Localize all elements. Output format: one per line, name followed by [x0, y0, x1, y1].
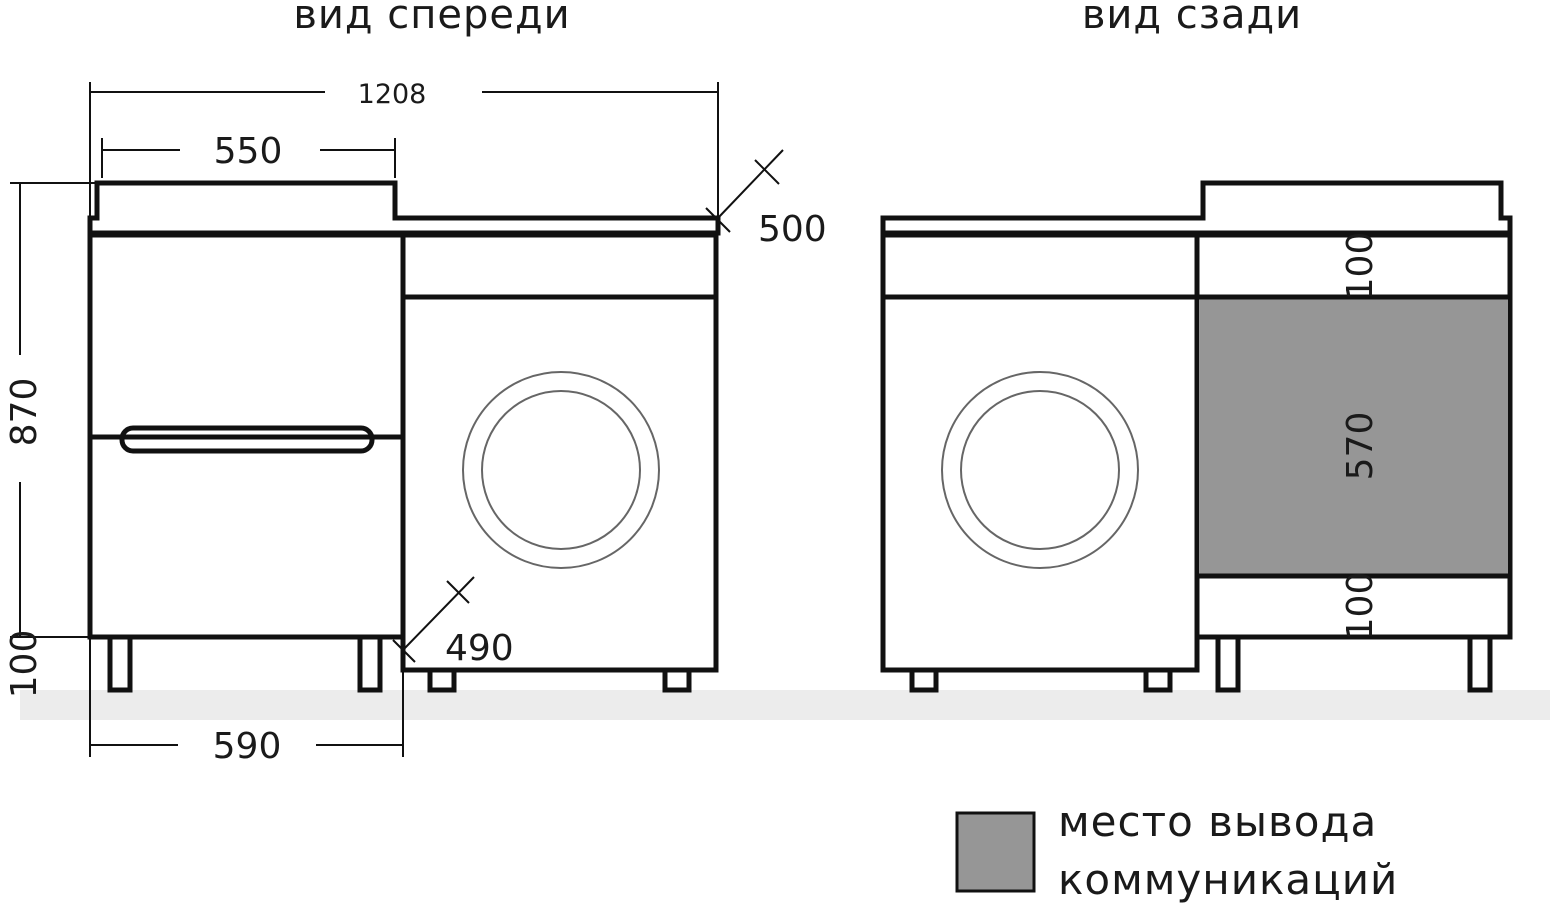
front-dimensions: 1208 550 870 100 500 490 590 — [4, 79, 827, 767]
back-cabinet-leg-left — [1215, 634, 1241, 693]
back-door-inner — [960, 390, 1120, 550]
back-machine-foot-left — [909, 667, 939, 693]
dim-zone-middle: 570 — [1340, 412, 1381, 481]
front-cabinet-leg-left — [107, 634, 133, 693]
front-cabinet-leg-right — [357, 634, 383, 693]
dim-depth-top: 500 — [758, 209, 827, 250]
front-door-inner — [481, 390, 641, 550]
front-washing-machine — [400, 232, 719, 673]
dim-leg-height: 100 — [4, 630, 45, 699]
legend-swatch — [955, 811, 1036, 893]
back-door-outer — [941, 371, 1139, 569]
dim-cabinet-width: 590 — [213, 726, 282, 767]
legend-line-2: коммуникаций — [1058, 855, 1398, 904]
back-view-title: вид сзади — [1082, 0, 1302, 38]
front-door-outer — [462, 371, 660, 569]
front-view-title: вид спереди — [293, 0, 570, 38]
dim-zone-bottom: 100 — [1340, 572, 1381, 641]
back-machine-foot-right — [1143, 667, 1173, 693]
dim-zone-top: 100 — [1340, 232, 1381, 301]
back-washing-machine — [880, 232, 1200, 673]
back-countertop — [880, 180, 1513, 236]
floor — [20, 690, 1550, 720]
legend: место вывода коммуникаций — [955, 797, 1398, 904]
front-machine-foot-left — [427, 667, 457, 693]
front-machine-foot-right — [662, 667, 692, 693]
dim-cabinet-top-width: 550 — [214, 131, 283, 172]
back-view — [880, 180, 1513, 693]
front-view — [87, 180, 721, 693]
dim-total-width: 1208 — [358, 79, 427, 110]
back-dimensions: 100 570 100 — [1340, 232, 1381, 641]
front-countertop — [87, 180, 721, 236]
dim-total-height: 870 — [4, 378, 45, 447]
back-cabinet — [1194, 232, 1513, 640]
back-cabinet-leg-right — [1467, 634, 1493, 693]
dim-depth-bottom: 490 — [445, 628, 514, 669]
legend-line-1: место вывода — [1058, 797, 1377, 846]
drawer-handle — [119, 425, 375, 454]
communications-zone — [1199, 298, 1508, 575]
